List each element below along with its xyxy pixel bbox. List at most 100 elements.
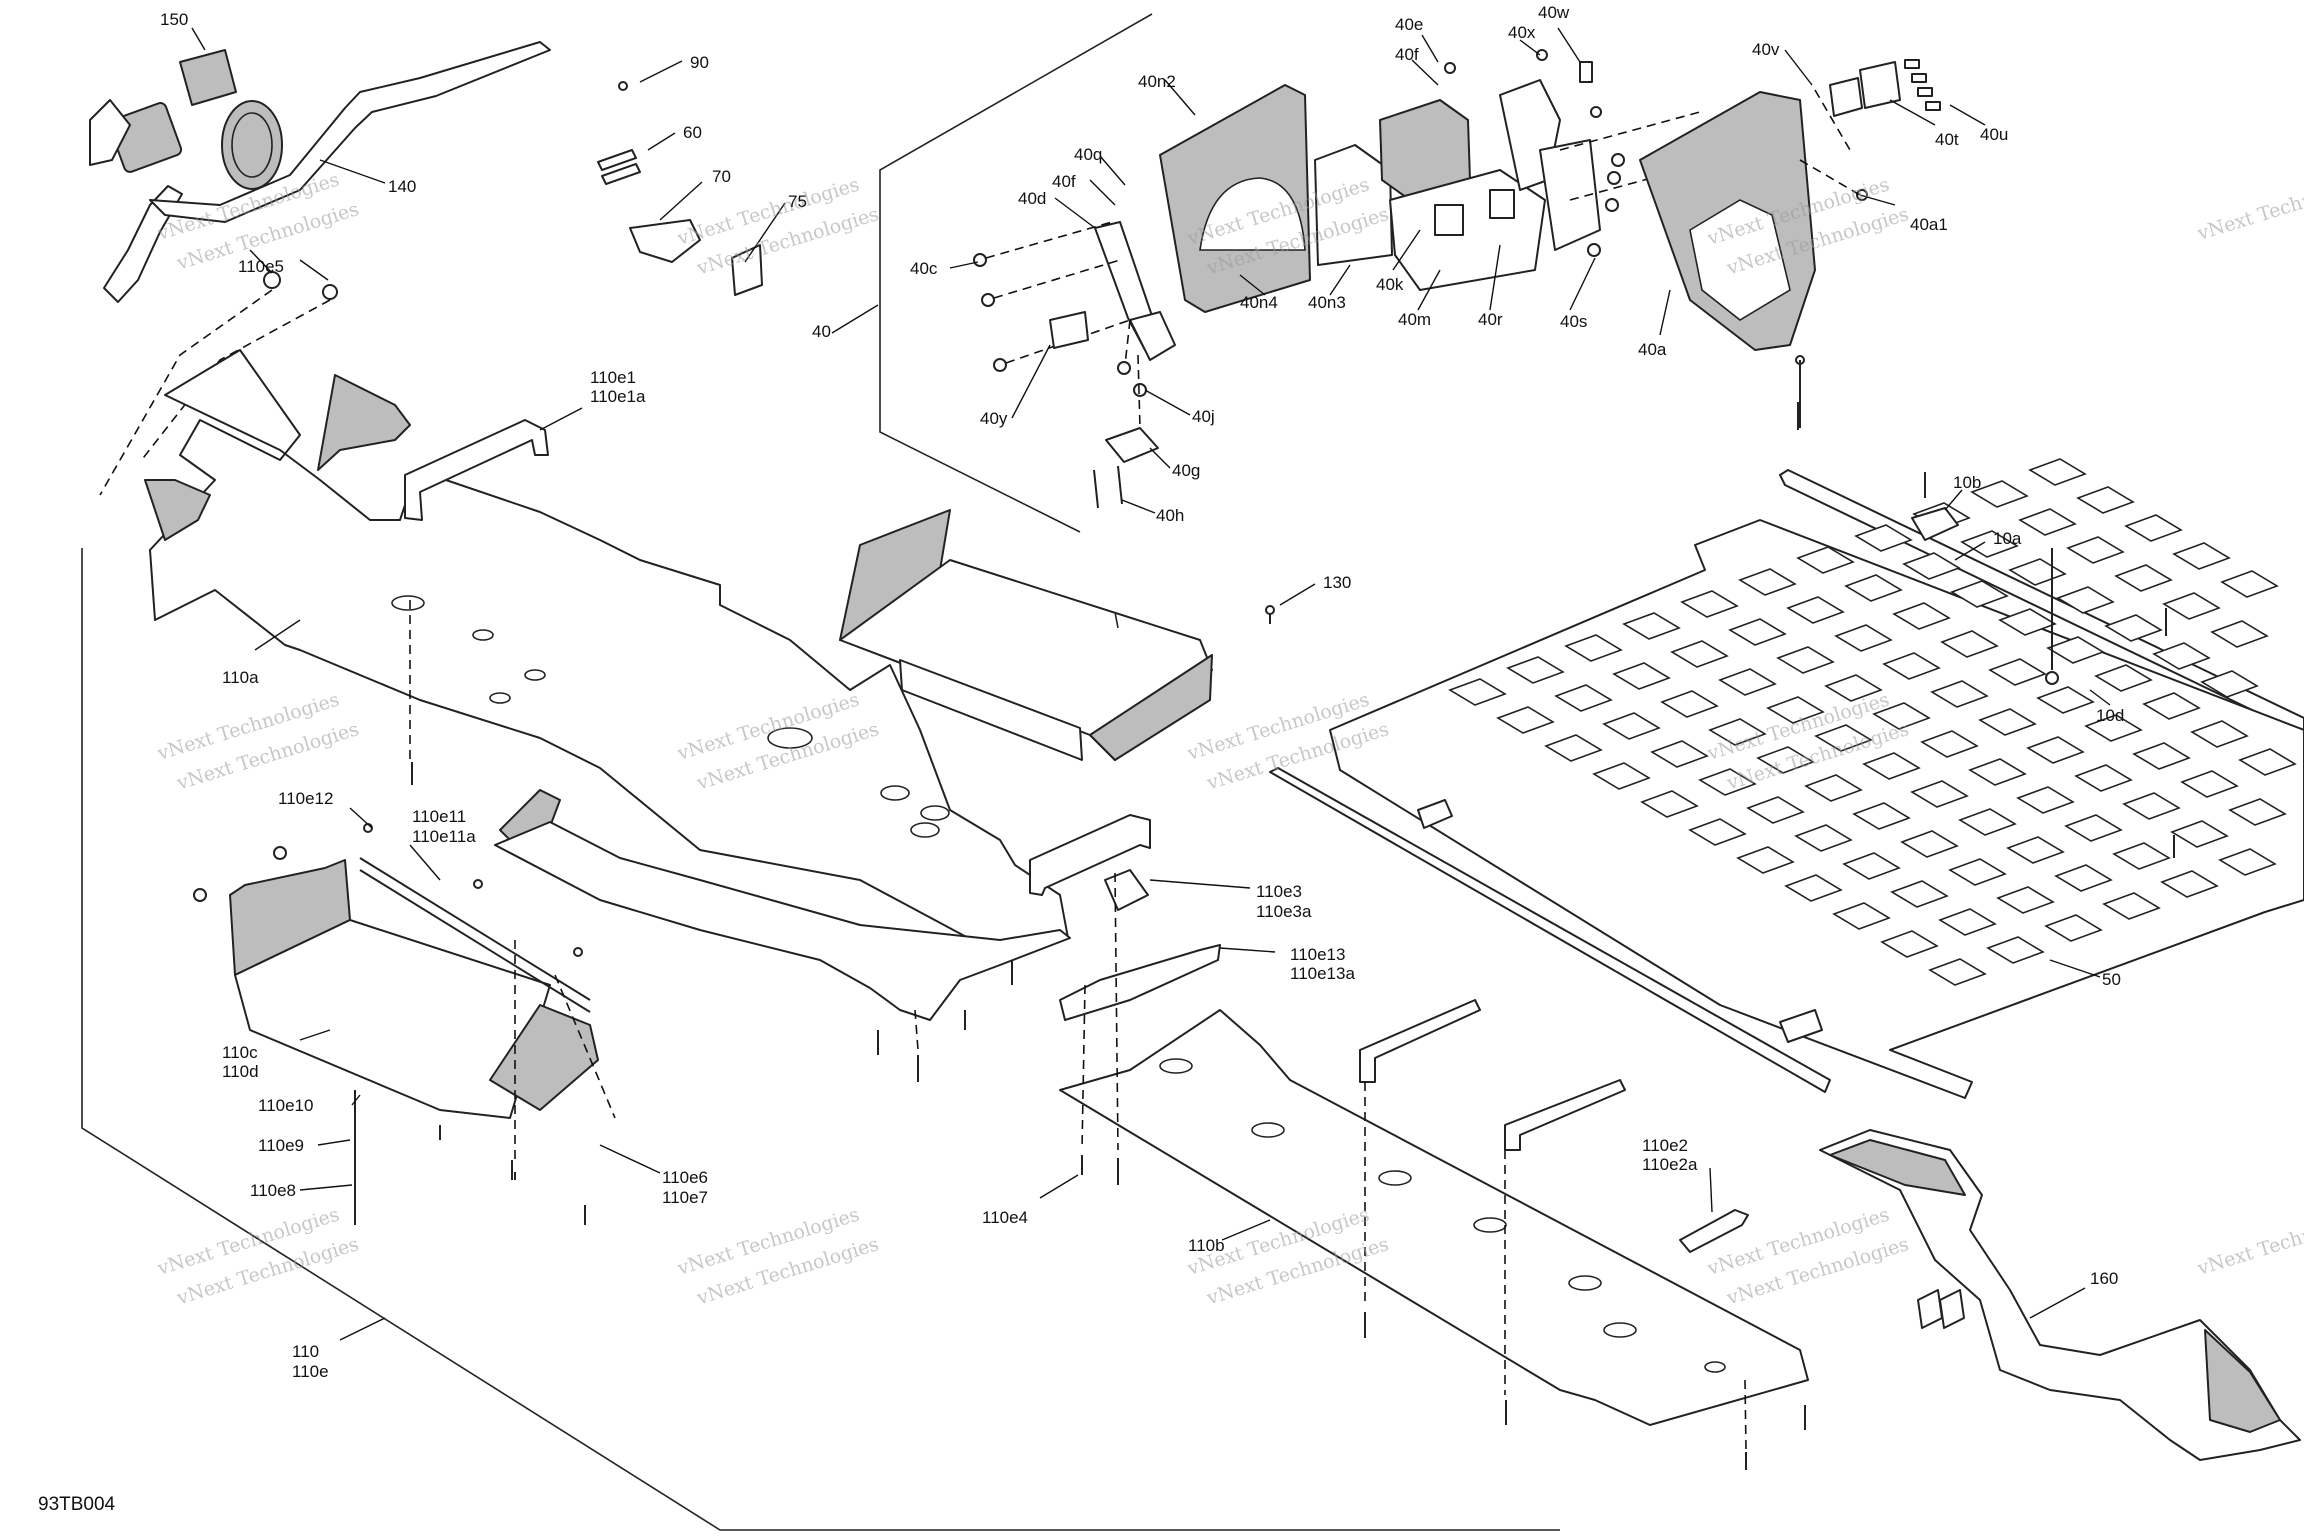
connectors-40t-40u-40v[interactable] (1799, 59, 1941, 201)
screws-40e-40x-40w[interactable] (1444, 49, 1602, 118)
mat-hole (1718, 668, 1777, 696)
callout-40: 40 (812, 322, 831, 341)
screws-40c[interactable] (973, 221, 1131, 372)
bracket-110e1[interactable] (404, 419, 549, 521)
callout-110e9: 110e9 (258, 1136, 304, 1155)
mat-hole (1852, 802, 1911, 830)
mat-hole (2180, 770, 2239, 798)
rail-front[interactable] (1269, 767, 1831, 1093)
electrical-module-40k[interactable] (1379, 99, 1546, 291)
mat-hole (2124, 514, 2183, 542)
mounting-plate-40a[interactable] (1639, 91, 1816, 351)
callout-60: 60 (683, 123, 702, 142)
screw-110e5[interactable] (99, 271, 338, 496)
mat-hole (1496, 706, 1555, 734)
grip-cover-150[interactable] (179, 49, 237, 106)
callout-10d: 10d (2096, 706, 2124, 725)
fuse-40y[interactable] (1049, 311, 1089, 349)
mat-hole (2238, 748, 2297, 776)
callout-110e4: 110e4 (982, 1208, 1028, 1227)
mat-hole (2044, 914, 2103, 942)
mat-hole (1862, 752, 1921, 780)
mat-hole (2094, 664, 2153, 692)
mat-hole (1554, 684, 1613, 712)
screw-90[interactable] (618, 81, 628, 91)
callout-40t: 40t (1935, 130, 1959, 149)
callout-110d: 110d (222, 1062, 259, 1081)
bracket-110e3[interactable] (1029, 814, 1221, 1021)
mat-hole (1814, 724, 1873, 752)
callout-110: 110 (292, 1342, 319, 1361)
bracket-40d[interactable] (1094, 221, 1176, 361)
storage-tray[interactable] (839, 509, 1213, 761)
stud-bolts[interactable] (411, 762, 2175, 1470)
floor-panel-mid[interactable] (494, 789, 1071, 1021)
mat-hole (2074, 764, 2133, 792)
mat-hole (1970, 480, 2029, 508)
callout-40d: 40d (1018, 189, 1046, 208)
mat-grid (1448, 458, 2297, 986)
clip-40j-40g[interactable] (1105, 361, 1159, 463)
svg-text:vNext Technologies: vNext Technologies (2194, 1204, 2304, 1281)
mat-hole (2218, 848, 2277, 876)
mat-hole (1640, 790, 1699, 818)
callout-110e2a: 110e2a (1642, 1155, 1698, 1174)
clamp-10b[interactable] (1417, 507, 1959, 1043)
screw-10d[interactable] (1797, 402, 2167, 685)
bracket-70[interactable] (629, 219, 701, 263)
assembly-lines (409, 319, 1747, 1451)
mat-hole (1612, 662, 1671, 690)
mat-hole (1930, 680, 1989, 708)
callout-10b: 10b (1953, 473, 1981, 492)
callout-110e11a: 110e11a (412, 827, 476, 846)
screw-130[interactable] (1265, 605, 1275, 624)
skid-plate-110b[interactable] (1059, 999, 1809, 1426)
mat-hole (2172, 542, 2231, 570)
cover-40n2[interactable] (1159, 84, 1311, 313)
cable-connector-60[interactable] (597, 149, 641, 185)
mat-hole (1948, 858, 2007, 886)
rail-10a[interactable] (1779, 469, 2304, 736)
mat-hole (2114, 564, 2173, 592)
mat-hole (1968, 758, 2027, 786)
pins-40h[interactable] (1093, 465, 1123, 509)
mat-hole (1986, 936, 2045, 964)
mat-hole (2102, 892, 2161, 920)
mat-hole (1958, 808, 2017, 836)
mat-hole (1784, 874, 1843, 902)
mat-hole (1892, 602, 1951, 630)
mat-hole (1960, 530, 2019, 558)
mat-hole (1854, 524, 1913, 552)
mat-50[interactable] (1329, 519, 2304, 1099)
footrest-shield-left[interactable] (144, 374, 411, 541)
callout-40w: 40w (1538, 3, 1570, 22)
mat-hole (1650, 740, 1709, 768)
callout-40a: 40a (1638, 340, 1667, 359)
callout-110e12: 110e12 (278, 789, 333, 808)
callout-160: 160 (2090, 1269, 2118, 1288)
mirror-clips[interactable] (1917, 1289, 1965, 1329)
callout-40g: 40g (1172, 461, 1200, 480)
callout-40a1: 40a1 (1910, 215, 1948, 234)
mat-hole (2190, 720, 2249, 748)
bracket-110e2[interactable] (1679, 1209, 1749, 1253)
mat-hole (1996, 886, 2055, 914)
footrest-110c[interactable] (229, 857, 599, 1119)
mat-hole (1882, 652, 1941, 680)
bracket-75[interactable] (731, 244, 763, 296)
mat-hole (2016, 786, 2075, 814)
group-frame-110 (81, 548, 1560, 1531)
callout-110e7: 110e7 (662, 1188, 708, 1207)
mat-hole (1738, 568, 1797, 596)
mat-hole (1736, 846, 1795, 874)
handlebar[interactable] (89, 41, 551, 303)
harness-40m-40r[interactable] (1499, 79, 1601, 251)
mat-hole (2066, 536, 2125, 564)
callout-110e13a: 110e13a (1290, 964, 1355, 983)
callout-90: 90 (690, 53, 709, 72)
mirror-160[interactable] (1819, 1129, 2301, 1461)
mat-hole (1880, 930, 1939, 958)
callout-40v: 40v (1752, 40, 1780, 59)
mat-hole (1844, 574, 1903, 602)
